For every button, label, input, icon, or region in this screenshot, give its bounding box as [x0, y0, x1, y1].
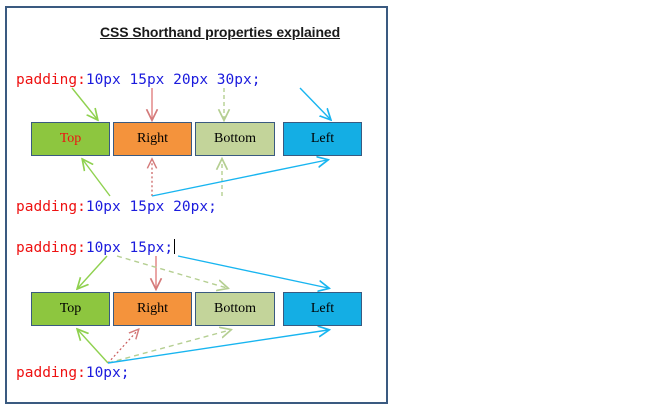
box-label: Left: [310, 131, 335, 146]
colon: :: [77, 199, 86, 215]
box-label: Right: [136, 131, 169, 146]
box-top-row-one: Top: [31, 122, 110, 156]
semicolon: ;: [208, 199, 217, 215]
box-label: Top: [59, 301, 82, 316]
box-right-row-two: Right: [113, 292, 192, 326]
box-bottom-row-one: Bottom: [195, 122, 275, 156]
colon: :: [77, 72, 86, 88]
semicolon: ;: [251, 72, 261, 88]
box-bottom-row-two: Bottom: [195, 292, 275, 326]
values: 10px 15px: [85, 240, 165, 256]
box-label: Top: [59, 131, 82, 146]
values: 10px: [85, 365, 121, 381]
box-left-row-two: Left: [283, 292, 362, 326]
box-right-row-one: Right: [113, 122, 192, 156]
property-name: padding: [16, 72, 78, 88]
box-left-row-one: Left: [283, 122, 362, 156]
semicolon: ;: [164, 240, 174, 256]
colon: :: [77, 365, 86, 381]
values: 10px 15px 20px 30px: [85, 72, 252, 88]
declaration-two-values[interactable]: padding:10px 15px;: [16, 239, 176, 256]
box-label: Right: [136, 301, 169, 316]
box-label: Bottom: [213, 301, 256, 316]
values: 10px 15px 20px: [85, 199, 209, 215]
property-name: padding: [16, 365, 78, 381]
declaration-one-value: padding:10px;: [16, 365, 130, 381]
text-cursor: [174, 239, 176, 254]
page-title: CSS Shorthand properties explained: [99, 24, 341, 40]
declaration-three-values: padding:10px 15px 20px;: [16, 199, 217, 215]
property-name: padding: [16, 240, 78, 256]
property-name: padding: [16, 199, 78, 215]
box-top-row-two: Top: [31, 292, 110, 326]
semicolon: ;: [120, 365, 130, 381]
box-label: Left: [310, 301, 335, 316]
box-label: Bottom: [213, 131, 256, 146]
colon: :: [77, 240, 86, 256]
declaration-four-values: padding:10px 15px 20px 30px;: [16, 72, 260, 88]
